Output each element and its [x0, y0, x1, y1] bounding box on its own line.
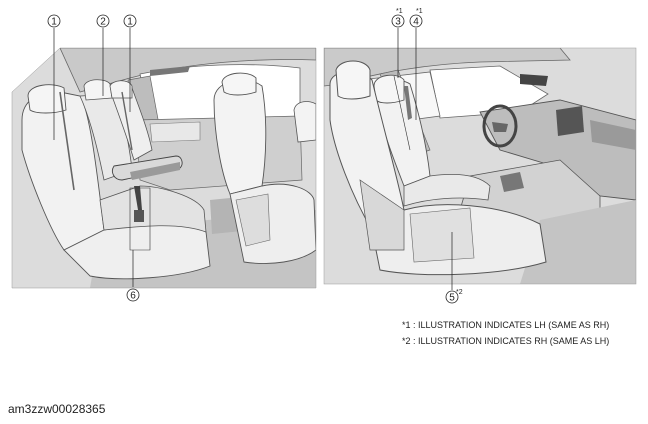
callout-4-front: 4 *1 [409, 8, 423, 28]
callout-label: 3 [395, 17, 401, 28]
callout-1-rear-left: 1 [47, 14, 61, 28]
callout-label: 6 [130, 291, 136, 302]
callout-label: 2 [100, 17, 106, 28]
callout-5-front-seat: 5 *2 [445, 289, 463, 304]
footnote-1: *1 : ILLUSTRATION INDICATES LH (SAME AS … [402, 320, 610, 330]
callout-label: 1 [127, 17, 133, 28]
callout-1-rear-right: 1 [123, 14, 137, 28]
callout-marker: *1 [416, 8, 423, 15]
leader-lines [53, 28, 453, 290]
front-seat-illustration [323, 47, 637, 285]
rear-seat-illustration [11, 47, 317, 289]
footnote-2: *2 : ILLUSTRATION INDICATES RH (SAME AS … [402, 336, 610, 346]
callout-marker: *1 [396, 8, 403, 15]
callout-3-front: 3 *1 [391, 8, 405, 28]
callout-label: 5 [449, 293, 455, 304]
callout-label: 1 [51, 17, 57, 28]
callout-label: 4 [413, 17, 419, 28]
callout-2-rear: 2 [96, 14, 110, 28]
callout-marker: *2 [456, 289, 463, 296]
callout-6-buckle: 6 [126, 288, 140, 302]
illustration-code: am3zzw00028365 [8, 402, 106, 416]
